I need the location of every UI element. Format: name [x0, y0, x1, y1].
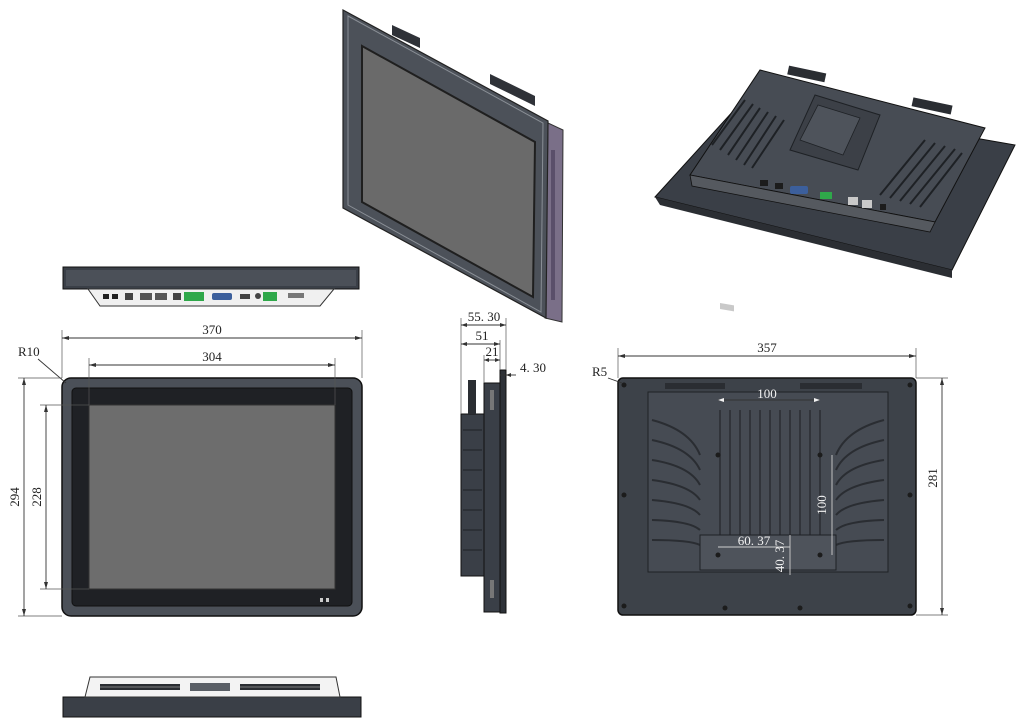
dim-front-screen-height: 228: [29, 487, 44, 507]
dim-front-corner-radius: R10: [18, 344, 40, 359]
dim-rear-width: 357: [757, 340, 777, 355]
isometric-front-view: [342, 8, 564, 323]
dim-rear-offset-x: 60. 37: [738, 533, 771, 548]
dim-front-width: 370: [202, 322, 222, 337]
dim-side-depth-body: 51: [476, 328, 489, 343]
dim-rear-height: 281: [925, 468, 940, 488]
side-view: 55. 30 51 21 4. 30: [460, 309, 546, 614]
bottom-view: [62, 676, 362, 718]
dim-rear-corner-radius: R5: [592, 364, 607, 379]
isometric-rear-view: [654, 65, 1016, 312]
dim-front-screen-width: 304: [202, 349, 222, 364]
rear-view: 357 R5 281 100 100 60. 37 40. 37: [592, 340, 948, 616]
front-view: 370 304 R10 294 228: [7, 322, 363, 617]
dim-side-depth-total: 55. 30: [468, 309, 501, 324]
dim-side-depth-bezel: 21: [486, 344, 499, 359]
dim-side-bezel-thickness: 4. 30: [520, 360, 546, 375]
dim-rear-offset-y: 40. 37: [772, 539, 787, 572]
dim-front-height: 294: [7, 487, 22, 507]
dim-rear-vesa-width: 100: [757, 386, 777, 401]
top-view: [62, 266, 360, 307]
dim-rear-vesa-height: 100: [814, 495, 829, 515]
